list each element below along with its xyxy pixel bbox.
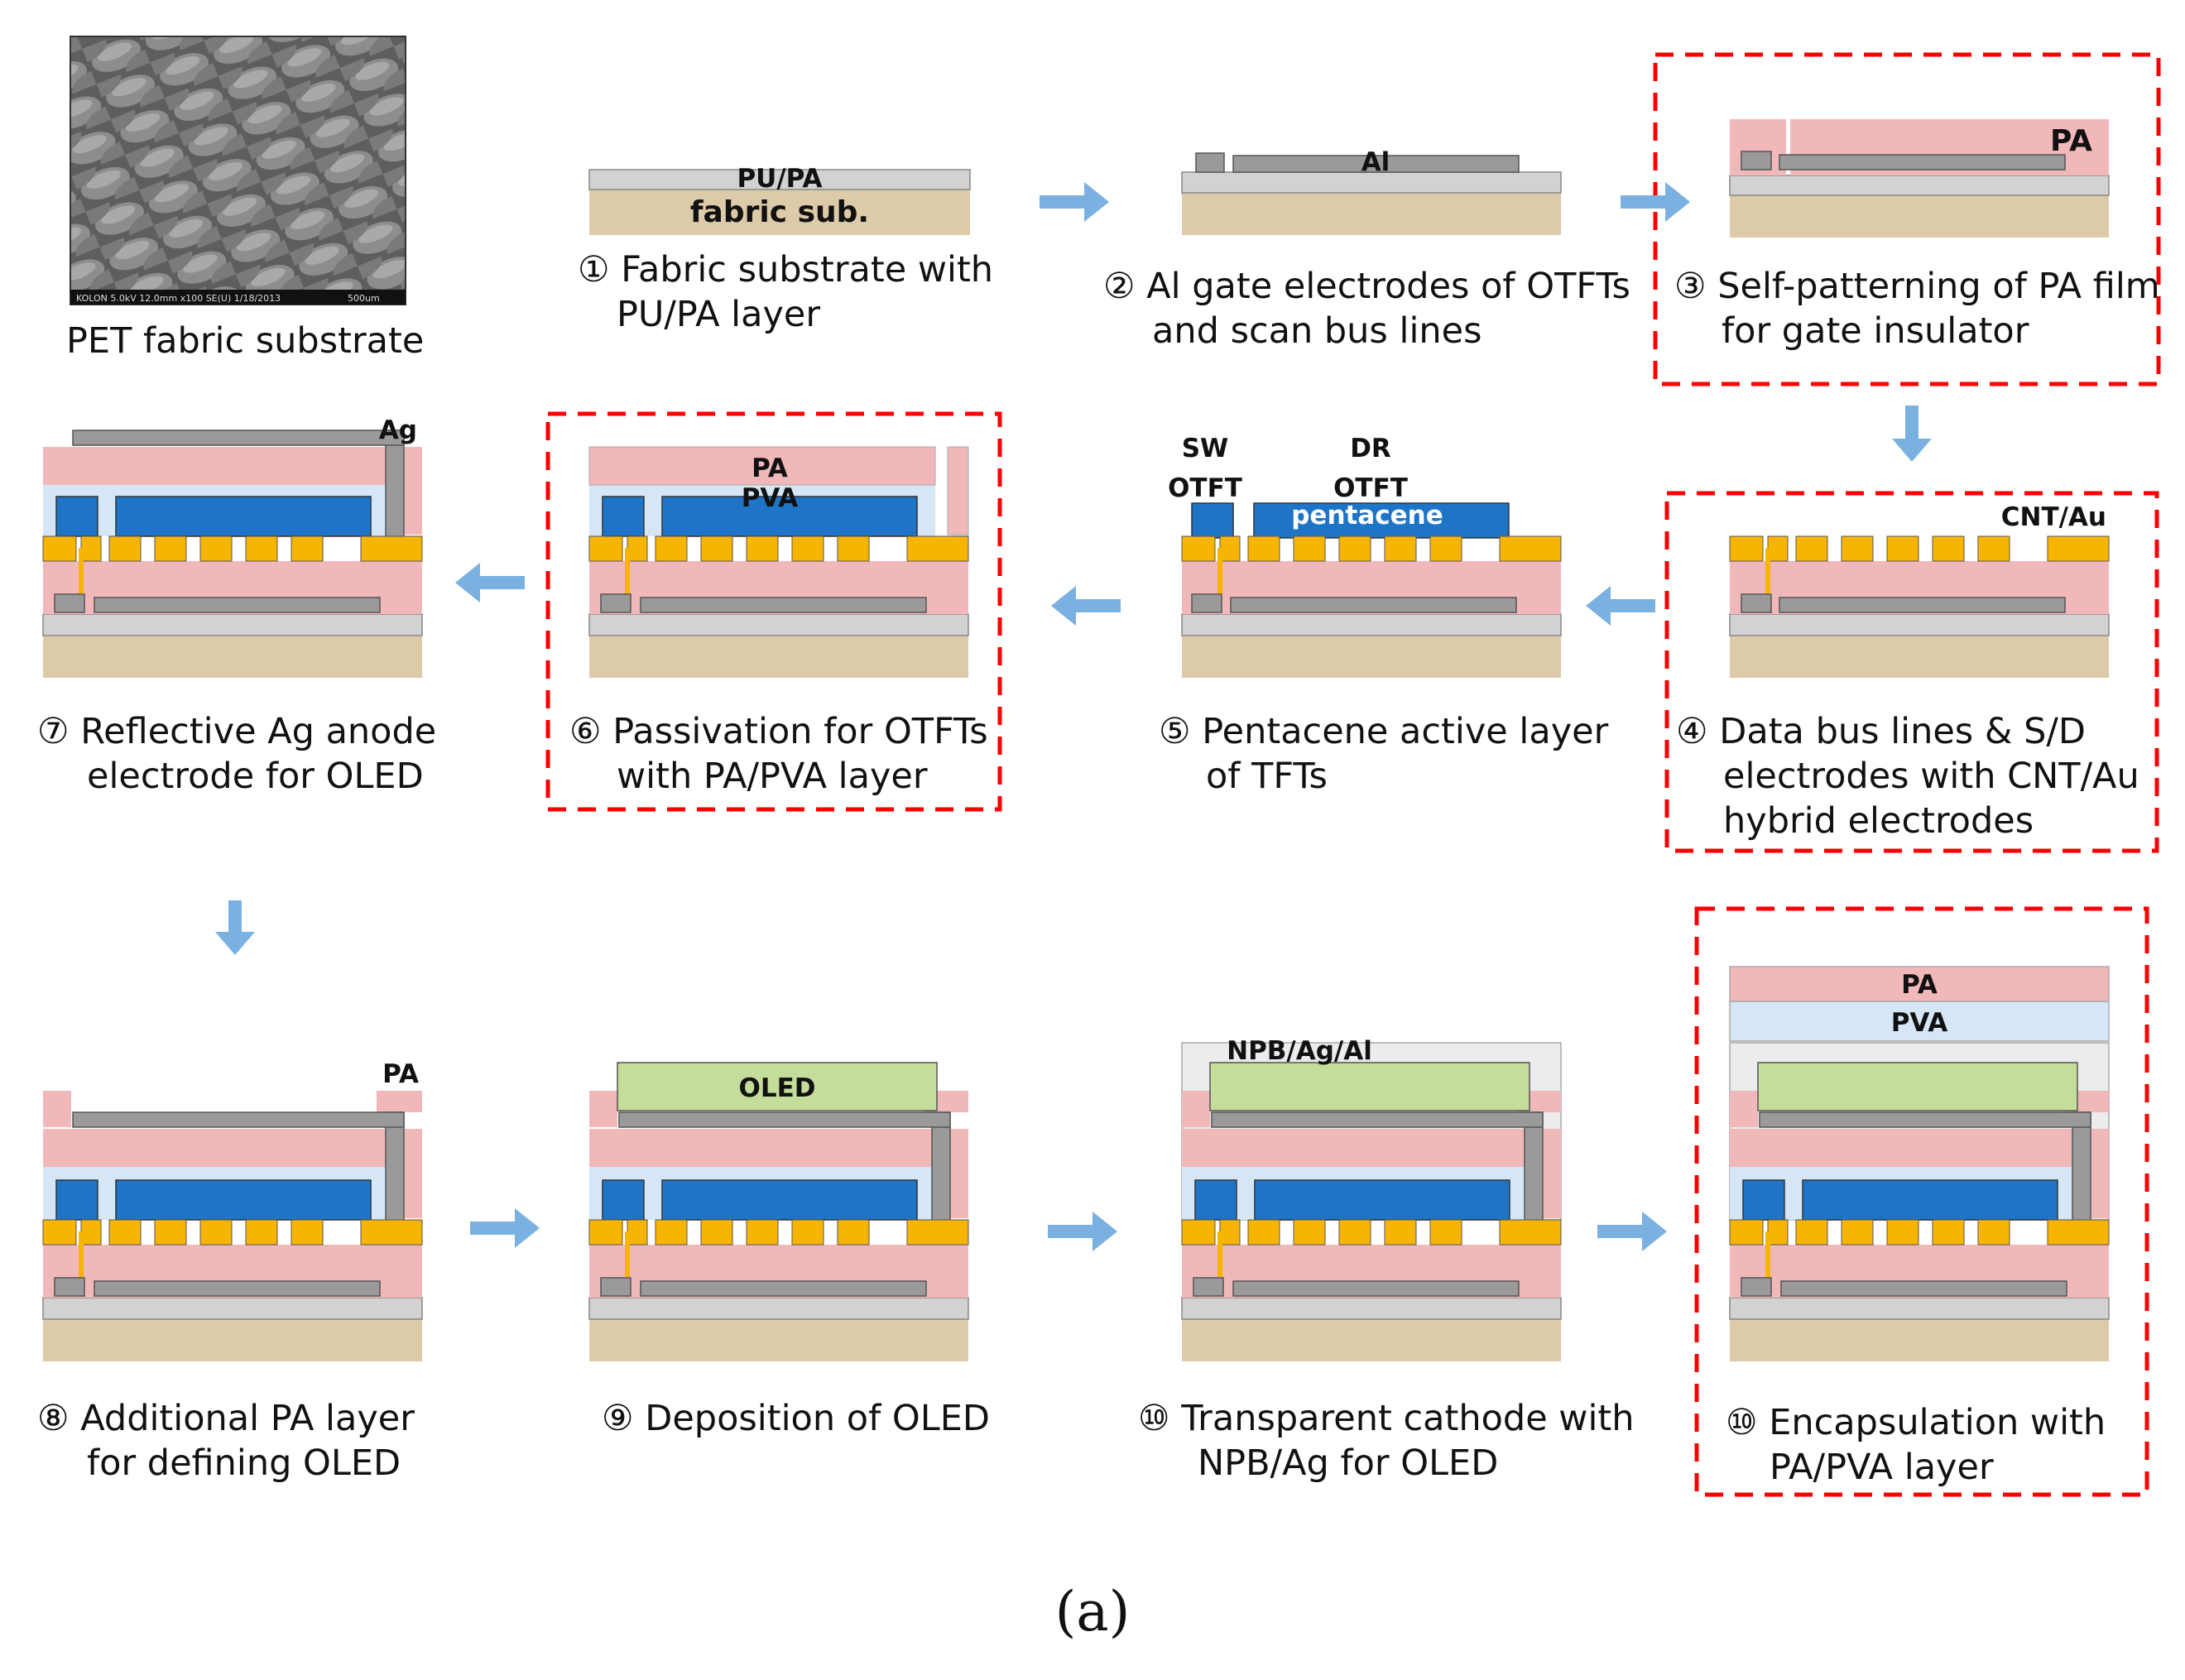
label-pa: PA <box>2050 124 2092 158</box>
arrow-down-2 <box>215 900 255 955</box>
step-7-caption-line1: ⑦ Reflective Ag anode <box>37 711 436 752</box>
s-d-electrodes <box>42 1219 423 1277</box>
highlight-step-11 <box>1694 906 2149 1497</box>
sem-footer: KOLON 5.0kV 12.0mm x100 SE(U) 1/18/2013 <box>76 293 281 304</box>
sem-scale: 500um <box>348 293 380 304</box>
step-4-diagram: CNT/Au <box>1729 502 2110 678</box>
label-dr: DR <box>1350 434 1391 463</box>
step-4-caption-line3: hybrid electrodes <box>1723 800 2034 842</box>
label-fabric-sub: fabric sub. <box>690 195 869 229</box>
label-ag: Ag <box>379 415 417 445</box>
label-pa: PA <box>752 454 788 483</box>
label-pentacene: pentacene <box>1291 501 1443 530</box>
step-1-diagram: PU/PA fabric sub. <box>588 164 971 235</box>
label-sw: SW <box>1182 434 1229 463</box>
step-8-caption-line1: ⑧ Additional PA layer <box>37 1398 415 1439</box>
step-10-diagram: NPB/Ag/Al <box>1181 1036 1562 1361</box>
label-pva: PVA <box>742 483 799 513</box>
arrow-left-1 <box>1586 586 1655 626</box>
step-6-diagram: PA PVA <box>588 446 969 678</box>
highlight-boxes <box>545 52 2161 1497</box>
highlight-step-3 <box>1653 52 2161 386</box>
highlight-step-6 <box>545 411 1002 812</box>
sem-photo: KOLON 5.0kV 12.0mm x100 SE(U) 1/18/2013 … <box>70 36 406 305</box>
s-d-electrodes <box>1181 1219 1562 1277</box>
step-11-caption-line1: ⑩ Encapsulation with <box>1726 1402 2106 1443</box>
label-npb-ag-al: NPB/Ag/Al <box>1227 1036 1372 1066</box>
label-pu-pa: PU/PA <box>737 164 822 194</box>
s-d-electrodes <box>1181 535 1562 593</box>
s-d-electrodes <box>588 535 969 593</box>
step-9-caption-line1: ⑨ Deposition of OLED <box>602 1398 990 1439</box>
step-1-caption-line2: PU/PA layer <box>617 294 820 335</box>
step-5-diagram: SW OTFT DR OTFT pentacene <box>1168 434 1562 678</box>
step-4-caption-line1: ④ Data bus lines & S/D <box>1676 711 2086 752</box>
step-6-caption-line2: with PA/PVA layer <box>617 756 928 797</box>
label-dr-otft: OTFT <box>1333 473 1408 503</box>
step-3-caption-line2: for gate insulator <box>1722 310 2029 352</box>
arrow-left-2 <box>1051 586 1121 626</box>
step-4-caption-line2: electrodes with CNT/Au <box>1723 756 2139 797</box>
s-d-electrodes <box>588 1219 969 1277</box>
step-8-caption-line2: for defining OLED <box>87 1442 401 1484</box>
photo-caption: PET fabric substrate <box>66 320 424 362</box>
arrow-down-1 <box>1892 406 1932 462</box>
step-9-diagram: OLED <box>588 1062 969 1361</box>
label-sw-otft: OTFT <box>1168 473 1242 503</box>
step-11-caption-line2: PA/PVA layer <box>1770 1447 1994 1488</box>
step-11-diagram: PA PVA <box>1729 966 2110 1361</box>
s-d-electrodes <box>42 535 423 593</box>
label-al: Al <box>1361 147 1390 177</box>
step-3-caption-line1: ③ Self-patterning of PA film <box>1674 266 2160 307</box>
label-pa: PA <box>382 1059 419 1089</box>
step-6-caption-line1: ⑥ Passivation for OTFTs <box>569 711 988 752</box>
label-cnt-au: CNT/Au <box>2001 502 2106 532</box>
cnt-au-electrodes <box>1729 535 2110 593</box>
step-2-diagram: Al <box>1181 147 1562 235</box>
label-pa: PA <box>1901 970 1938 1000</box>
arrow-right-3 <box>470 1208 540 1248</box>
arrow-right-1 <box>1040 182 1109 222</box>
figure-label: (a) <box>1055 1580 1131 1644</box>
step-5-caption-line2: of TFTs <box>1206 756 1328 797</box>
label-pva: PVA <box>1891 1008 1948 1038</box>
step-10-caption-line2: NPB/Ag for OLED <box>1198 1442 1498 1484</box>
highlight-step-4 <box>1664 491 2159 853</box>
label-oled: OLED <box>738 1073 815 1103</box>
step-1-caption-line1: ① Fabric substrate with <box>578 249 993 290</box>
flow-arrows <box>215 182 1932 1251</box>
arrow-right-2 <box>1621 182 1690 222</box>
step-2-caption-line2: and scan bus lines <box>1152 310 1482 352</box>
arrow-left-3 <box>455 563 525 602</box>
step-8-diagram: PA <box>42 1059 423 1361</box>
step-7-diagram: Ag <box>42 415 423 678</box>
arrow-right-4 <box>1048 1212 1117 1251</box>
step-7-caption-line2: electrode for OLED <box>87 756 424 797</box>
arrow-right-5 <box>1597 1212 1667 1251</box>
step-3-diagram: PA <box>1729 119 2110 238</box>
step-5-caption-line1: ⑤ Pentacene active layer <box>1159 711 1609 752</box>
s-d-electrodes <box>1729 1219 2110 1277</box>
step-2-caption-line1: ② Al gate electrodes of OTFTs <box>1103 266 1630 307</box>
step-10-caption-line1: ⑩ Transparent cathode with <box>1138 1398 1635 1439</box>
